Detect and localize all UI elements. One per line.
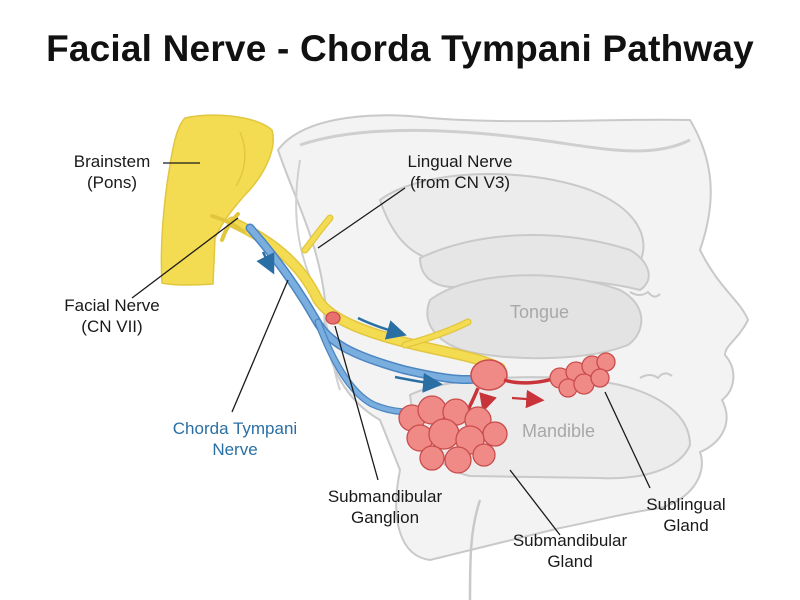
brainstem-crease [235,131,246,187]
label-brainstem-line2: (Pons) [87,173,137,192]
leader-sublingual [604,391,651,489]
label-ganglion-line2: Ganglion [351,508,419,527]
leader-ganglion [334,325,379,481]
red-arrow-submandibular [479,392,497,413]
label-chorda-tympani: Chorda Tympani Nerve [173,419,297,459]
label-submandibular-line1: Submandibular [513,531,628,550]
diagram-title: Facial Nerve - Chorda Tympani Pathway [46,28,754,69]
label-brainstem: Brainstem (Pons) [74,152,151,192]
flow-arrow-2 [357,316,407,340]
label-lingual-nerve: Lingual Nerve (from CN V3) [408,152,513,192]
leader-facial [131,217,239,299]
sublingual-gland [549,352,616,398]
label-ganglion-line1: Submandibular [328,487,443,506]
tongue-label: Tongue [510,302,569,322]
leader-lingual [317,187,406,249]
red-arrow-sublingual [511,389,545,409]
neck-line [468,499,482,600]
lingual-nerve-core [228,218,504,372]
leader-chorda [231,279,289,413]
label-facial-line2: (CN VII) [81,317,142,336]
submandibular-gland [398,395,508,474]
teeth-upper [629,290,661,298]
label-chorda-line1: Chorda Tympani [173,419,297,438]
submandibular-ganglion [325,311,341,325]
label-facial-nerve: Facial Nerve (CN VII) [64,296,159,336]
head-profile [276,114,750,600]
skull-band [299,129,691,153]
label-submandibular-line2: Gland [547,552,592,571]
tongue-shape [426,274,643,360]
leader-submandibular [509,469,561,536]
label-submandibular-gland: Submandibular Gland [513,531,628,571]
brainstem-shape [160,114,274,286]
label-sublingual-line2: Gland [663,516,708,535]
label-lingual-line1: Lingual Nerve [408,152,513,171]
ganglion-node [470,359,508,391]
label-lingual-line2: (from CN V3) [410,173,510,192]
label-brainstem-line1: Brainstem [74,152,151,171]
label-submandibular-ganglion: Submandibular Ganglion [328,487,443,527]
flow-arrow-1 [256,251,275,275]
flow-arrow-3 [394,372,443,393]
label-sublingual-line1: Sublingual [646,495,725,514]
label-facial-line1: Facial Nerve [64,296,159,315]
mandible-label: Mandible [522,421,595,441]
label-sublingual-gland: Sublingual Gland [646,495,725,535]
teeth-lower [639,372,673,380]
label-chorda-line2: Nerve [212,440,257,459]
